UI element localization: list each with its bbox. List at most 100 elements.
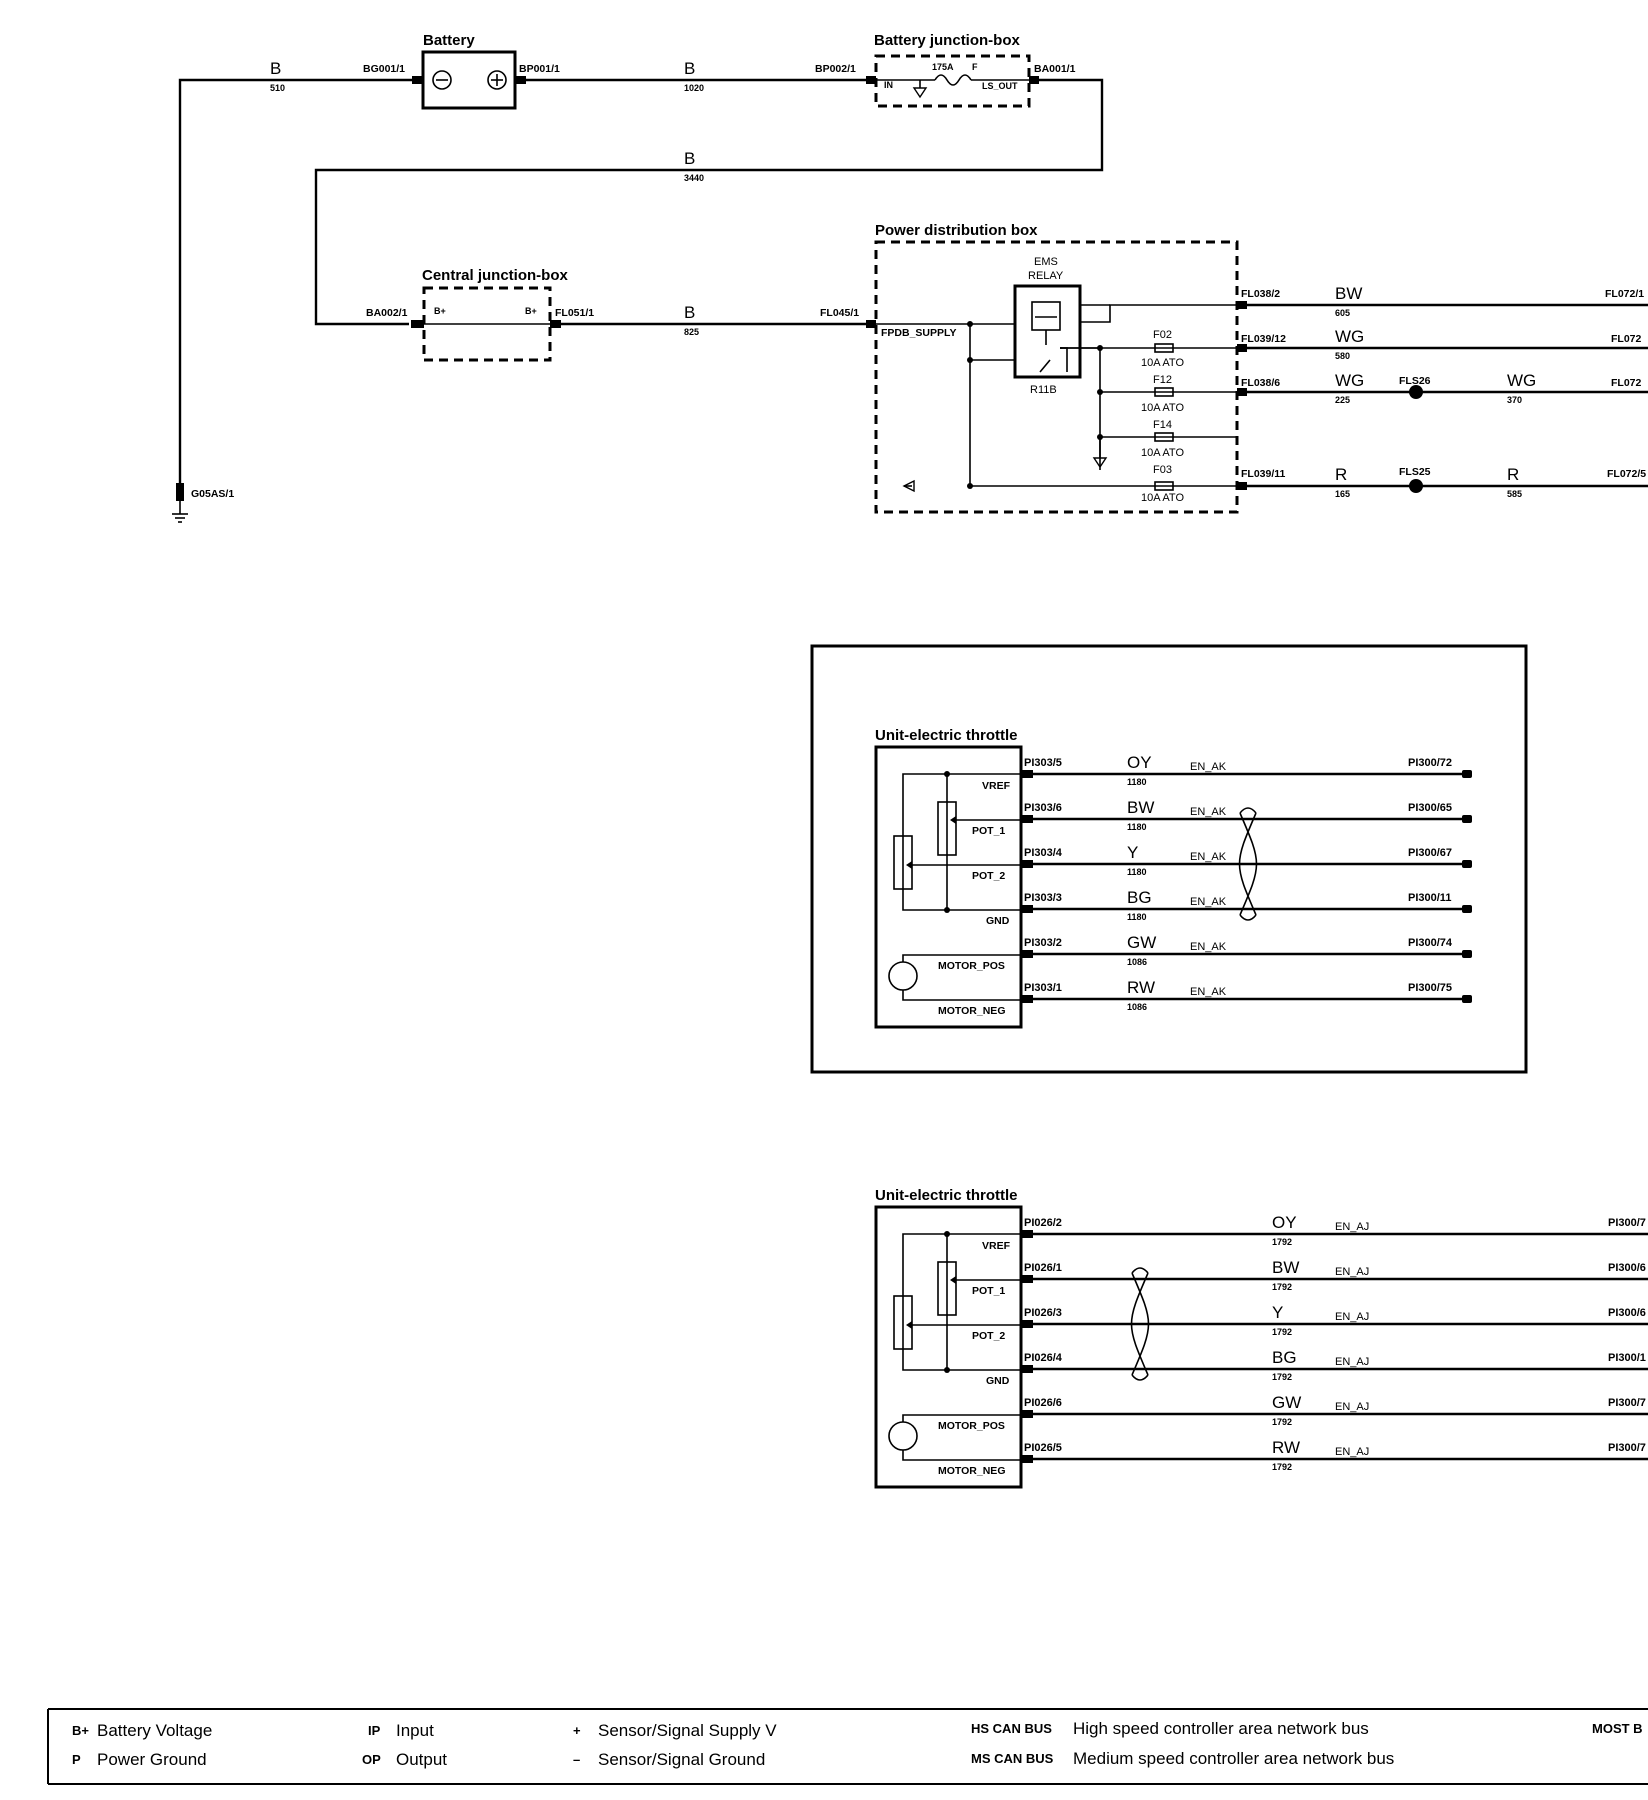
pin-label: POT_2 [972,870,1005,882]
signal-name: EN_AJ [1335,1311,1369,1323]
output-dest: FL072/5 [1607,468,1646,480]
power-distribution-box: Power distribution box FL045/1 FPDB_SUPP… [820,222,1648,514]
destination-label: PI300/67 [1408,847,1452,859]
legend-symbol: – [573,1752,580,1767]
wire-number: 1180 [1127,777,1147,787]
battery-jb-conn-out: BA001/1 [1034,63,1076,75]
destination-label: PI300/72 [1408,757,1452,769]
wire-number: 1020 [684,83,704,93]
output-conn: FL039/11 [1241,468,1286,480]
pin-label: GND [986,915,1010,927]
connector-label: PI303/6 [1024,802,1062,814]
destination-label: PI300/11 [1408,892,1451,904]
battery-negative-terminal [432,70,452,90]
legend-symbol: + [573,1723,581,1738]
central-jb-title: Central junction-box [422,267,568,284]
wire-color: B [684,303,695,322]
legend-symbol: B+ [72,1723,89,1738]
legend-text: High speed controller area network bus [1073,1719,1369,1738]
output-dest: FL072/1 [1605,288,1644,300]
ground-arrow-icon [902,479,915,493]
destination-label: PI300/7 [1608,1397,1646,1409]
wire-color: GW [1272,1393,1301,1412]
battery-positive-terminal [487,70,507,90]
throttle1-title: Unit-electric throttle [875,727,1018,744]
throttle1-body [874,745,1023,1029]
connector-label: PI303/4 [1024,847,1063,859]
destination-label: PI300/65 [1408,802,1452,814]
relay-label-1: EMS [1034,256,1058,268]
signal-name: EN_AK [1190,986,1227,998]
fuse-id: F03 [1153,464,1172,476]
relay-body [1013,284,1082,379]
wire-3440 [314,78,1104,326]
fuse-id: F14 [1153,419,1172,431]
wire-number: 370 [1507,395,1522,405]
destination-label: PI300/74 [1408,937,1453,949]
battery-jb-conn-in: BP002/1 [815,63,856,75]
wire-number: 1792 [1272,1372,1292,1382]
signal-name: EN_AJ [1335,1356,1369,1368]
motor-icon [888,1421,918,1451]
wire-color: WG [1335,371,1364,390]
signal-name: EN_AK [1190,941,1227,953]
splice-icon [1409,479,1423,493]
wire-number: 1792 [1272,1237,1292,1247]
wire-color: OY [1127,753,1152,772]
wire-color: OY [1272,1213,1297,1232]
legend-text: Medium speed controller area network bus [1073,1749,1394,1768]
wire-color: BW [1335,284,1362,303]
connector-label: PI026/3 [1024,1307,1062,1319]
connector-label: PI026/1 [1024,1262,1062,1274]
signal-name: EN_AK [1190,806,1227,818]
legend-symbol: P [72,1752,81,1767]
pdb-title: Power distribution box [875,222,1038,239]
central-jb-conn-right: FL051/1 [555,307,594,319]
legend-symbol: OP [362,1752,381,1767]
signal-name: EN_AK [1190,851,1227,863]
central-jb-conn-left: BA002/1 [366,307,408,319]
signal-name: EN_AJ [1335,1401,1369,1413]
signal-name: EN_AJ [1335,1221,1369,1233]
potentiometer-icon [937,1261,957,1316]
relay-coil-icon [1031,301,1061,331]
wire-color: R [1335,465,1347,484]
wire-number: 1086 [1127,1002,1147,1012]
wire-number: 165 [1335,489,1350,499]
pin-label: MOTOR_NEG [938,1465,1005,1477]
destination-label: PI300/1 [1608,1352,1646,1364]
legend-symbol: IP [368,1723,381,1738]
wire-number: 1086 [1127,957,1147,967]
pin-label: GND [986,1375,1010,1387]
potentiometer-icon [937,801,957,856]
throttle2-body [874,1205,1023,1489]
legend-symbol: HS CAN BUS [971,1721,1052,1736]
legend-symbol: MOST B [1592,1721,1643,1736]
pdb-conn-in: FL045/1 [820,307,859,319]
ground-arrow-icon [1092,457,1108,469]
legend-text: Power Ground [97,1750,207,1769]
connector-label: PI303/3 [1024,892,1062,904]
fuse-icon [1154,343,1174,353]
connector-label: PI026/4 [1024,1352,1063,1364]
connector-label: PI303/5 [1024,757,1062,769]
wire-color: B [270,59,281,78]
output-conn: FL038/2 [1241,288,1280,300]
wire-510 [178,78,422,495]
legend-text: Sensor/Signal Ground [598,1750,765,1769]
output-dest: FL072 [1611,377,1642,389]
wire-number: 1792 [1272,1417,1292,1427]
pdb-output-row: FL039/11 R 165 FLS25 R 585 FL072/5 [1237,465,1648,499]
wire-number: 1180 [1127,822,1147,832]
wire-number: 225 [1335,395,1350,405]
